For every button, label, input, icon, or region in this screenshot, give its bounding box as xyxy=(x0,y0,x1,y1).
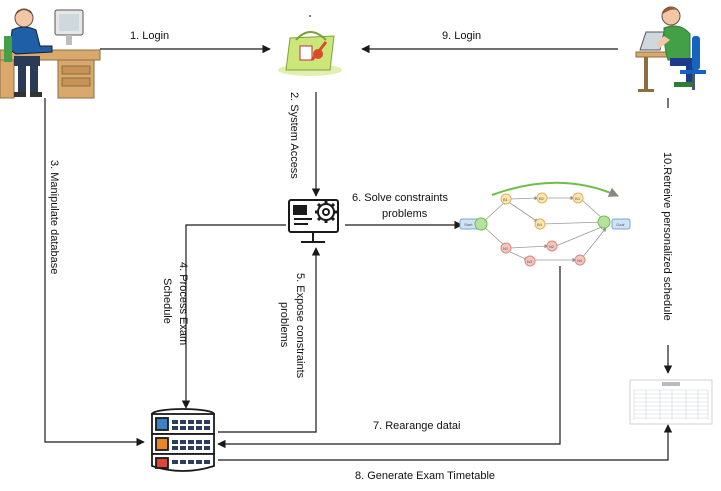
label-process-schedule-2: Schedule xyxy=(161,278,173,324)
graph-node-2: B2 xyxy=(539,196,545,201)
label-rearrange-data: 7. Rearange datai xyxy=(373,420,460,432)
monitor-gear-icon xyxy=(288,199,339,243)
label-expose-constraints-1: 5. Expose constraints xyxy=(294,273,306,379)
label-retrieve-schedule: 10.Retreive personalized schedule xyxy=(661,152,673,321)
graph-node-6: N2 xyxy=(549,244,555,249)
constraint-graph-icon: Start Goal B1 B2 B3 B4 N1 N2 N3 N4 xyxy=(459,181,631,267)
timetable-document-icon xyxy=(629,379,713,425)
admin-at-desk-icon xyxy=(0,8,101,99)
web-system-icon xyxy=(278,15,342,76)
label-solve-constraints-2: problems xyxy=(382,208,428,220)
arrow-process-schedule xyxy=(181,224,286,409)
arrow-expose-constraints xyxy=(218,247,321,433)
label-solve-constraints-1: 6. Solve constraints xyxy=(352,192,448,204)
arrow-rearrange-data xyxy=(217,266,561,449)
label-retrieve-bg xyxy=(662,110,676,342)
graph-node-7: N3 xyxy=(527,259,533,264)
graph-node-8: N4 xyxy=(577,258,583,263)
arrow-manipulate-db xyxy=(44,98,145,447)
graph-node-4: B4 xyxy=(537,222,543,227)
student-at-laptop-icon xyxy=(635,6,706,92)
label-generate-timetable: 8. Generate Exam Timetable xyxy=(355,470,495,482)
connectors xyxy=(44,44,673,461)
label-expose-constraints-2: problems xyxy=(278,302,290,348)
graph-start-label: Start xyxy=(464,222,473,227)
label-manipulate-db: 3. Manipulate database xyxy=(48,160,60,274)
graph-node-1: B1 xyxy=(503,197,509,202)
label-login-student: 9. Login xyxy=(442,30,481,42)
label-process-schedule-1: 4. Process Exam xyxy=(177,262,189,345)
graph-node-5: N1 xyxy=(503,246,509,251)
label-login-admin: 1. Login xyxy=(130,30,169,42)
database-server-icon xyxy=(151,408,215,472)
graph-end-label: Goal xyxy=(616,222,625,227)
graph-node-3: B3 xyxy=(575,196,581,201)
label-system-access: 2. System Access xyxy=(288,92,300,179)
arrow-generate-timetable xyxy=(218,424,673,461)
